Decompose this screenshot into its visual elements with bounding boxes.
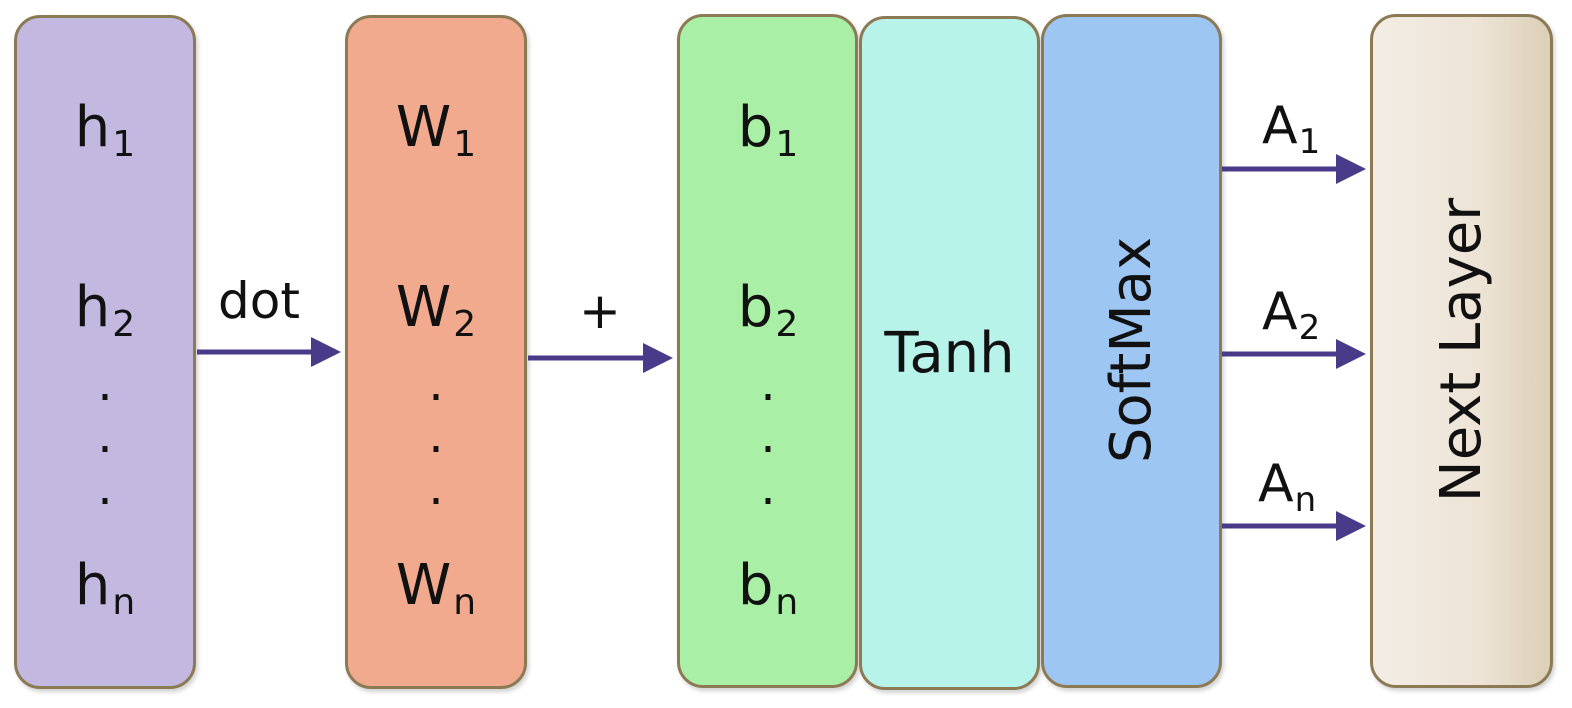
plus-operation-label: + <box>579 282 621 340</box>
tanh-block <box>859 16 1040 690</box>
tanh-label: Tanh <box>884 321 1015 386</box>
hidden-dot: . <box>97 408 113 464</box>
weight-dot: . <box>428 460 444 516</box>
output-a2-label: A2 <box>1262 282 1321 348</box>
bias-dot: . <box>760 356 776 412</box>
weight-dot: . <box>428 356 444 412</box>
bias-bn-label: bn <box>737 553 799 623</box>
weights-block <box>345 15 527 689</box>
weight-w2-label: W2 <box>395 275 477 345</box>
bias-dot: . <box>760 460 776 516</box>
bias-block <box>677 14 858 688</box>
output-an-label: An <box>1258 454 1317 520</box>
weight-wn-label: Wn <box>395 553 477 623</box>
bias-b1-label: b1 <box>737 95 799 165</box>
softmax-block <box>1041 14 1222 688</box>
hidden-dot: . <box>97 356 113 412</box>
bias-dot: . <box>760 408 776 464</box>
weight-dot: . <box>428 408 444 464</box>
output-a1-label: A1 <box>1262 96 1321 162</box>
dot-operation-label: dot <box>218 272 300 330</box>
hidden-hn-label: hn <box>74 553 136 623</box>
hidden-dot: . <box>97 460 113 516</box>
next-layer-block <box>1370 14 1553 688</box>
hidden-h2-label: h2 <box>74 275 136 345</box>
hidden-h1-label: h1 <box>74 95 136 165</box>
bias-b2-label: b2 <box>737 275 799 345</box>
hidden-state-block <box>14 15 196 689</box>
weight-w1-label: W1 <box>395 95 477 165</box>
